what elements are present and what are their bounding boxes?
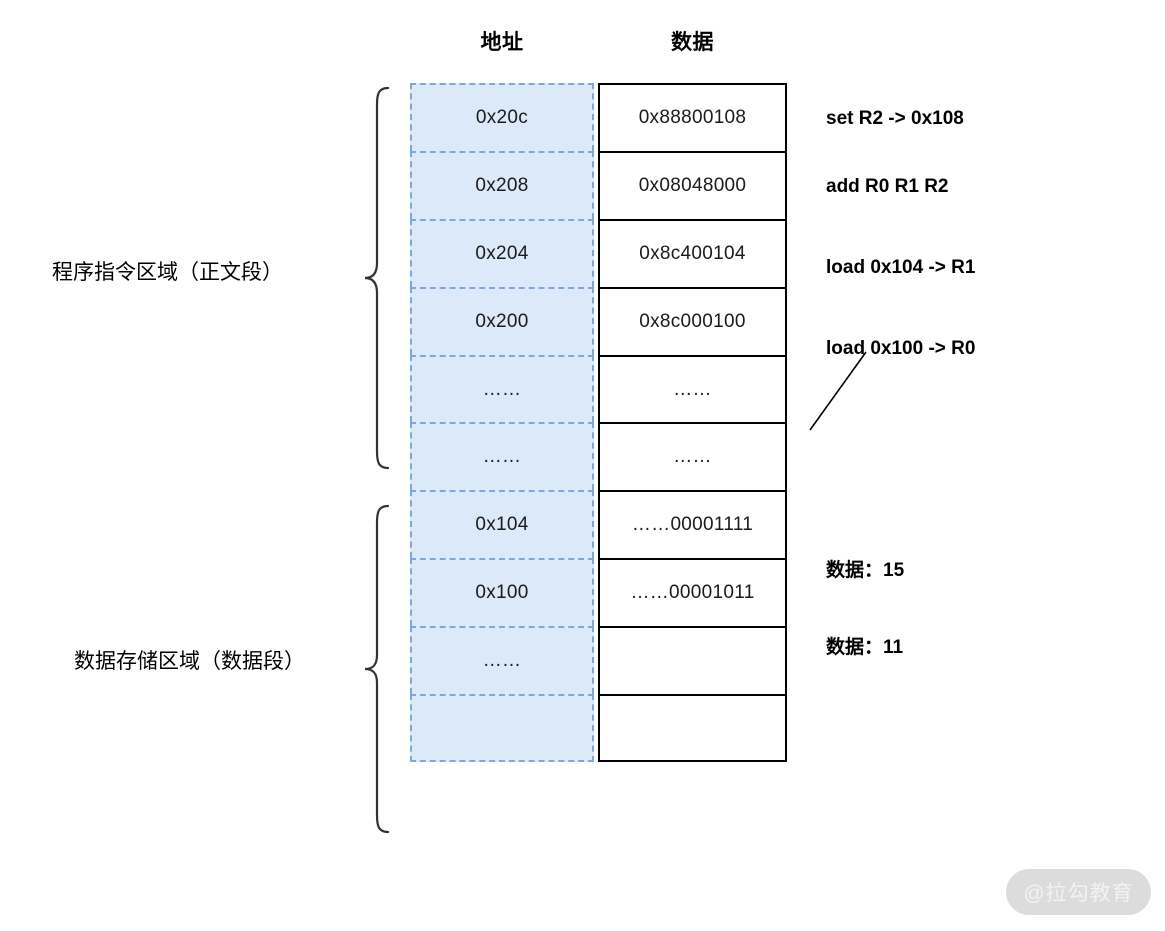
table-row: 0x100 ……00001011 bbox=[410, 558, 787, 627]
table-row: …… …… bbox=[410, 354, 787, 423]
data-cell bbox=[598, 694, 787, 762]
brace-text-segment-icon bbox=[364, 86, 390, 470]
section-label-data-segment: 数据存储区域（数据段） bbox=[74, 650, 305, 673]
data-cell: 0x8c000100 bbox=[598, 286, 787, 355]
data-cell: ……00001011 bbox=[598, 558, 787, 627]
table-row: …… …… bbox=[410, 422, 787, 491]
address-cell bbox=[410, 694, 594, 762]
address-cell: 0x200 bbox=[410, 286, 594, 355]
table-row: 0x204 0x8c400104 bbox=[410, 218, 787, 287]
address-cell: 0x208 bbox=[410, 150, 594, 219]
address-cell: 0x20c bbox=[410, 83, 594, 151]
data-cell bbox=[598, 626, 787, 695]
watermark: @拉勾教育 bbox=[1006, 869, 1151, 915]
address-cell: …… bbox=[410, 354, 594, 423]
table-row: 0x104 ……00001111 bbox=[410, 490, 787, 559]
table-row: 0x20c 0x88800108 bbox=[410, 83, 787, 151]
annotation-data-11: 数据：11 bbox=[826, 637, 904, 658]
data-cell: …… bbox=[598, 354, 787, 423]
brace-data-segment-icon bbox=[364, 504, 390, 834]
data-cell: 0x08048000 bbox=[598, 150, 787, 219]
annotation-add-r0-r1-r2: add R0 R1 R2 bbox=[826, 176, 949, 197]
annotation-set-r2: set R2 -> 0x108 bbox=[826, 108, 964, 129]
table-row: 0x200 0x8c000100 bbox=[410, 286, 787, 355]
memory-table: 0x20c 0x88800108 0x208 0x08048000 0x204 … bbox=[410, 83, 787, 830]
address-cell: 0x204 bbox=[410, 218, 594, 287]
address-cell: 0x100 bbox=[410, 558, 594, 627]
section-label-text-segment: 程序指令区域（正文段） bbox=[52, 261, 283, 284]
annotation-data-15: 数据：15 bbox=[826, 560, 905, 581]
column-header-address: 地址 bbox=[480, 31, 524, 54]
table-row bbox=[410, 694, 787, 762]
annotation-load-0x100: load 0x100 -> R0 bbox=[826, 338, 976, 359]
annotation-load-0x104: load 0x104 -> R1 bbox=[826, 257, 976, 278]
table-row: …… bbox=[410, 626, 787, 695]
data-cell: 0x88800108 bbox=[598, 83, 787, 151]
data-cell: 0x8c400104 bbox=[598, 218, 787, 287]
address-cell: …… bbox=[410, 626, 594, 695]
data-cell: …… bbox=[598, 422, 787, 491]
column-header-data: 数据 bbox=[671, 31, 714, 54]
table-row: 0x208 0x08048000 bbox=[410, 150, 787, 219]
address-cell: …… bbox=[410, 422, 594, 491]
address-cell: 0x104 bbox=[410, 490, 594, 559]
data-cell: ……00001111 bbox=[598, 490, 787, 559]
